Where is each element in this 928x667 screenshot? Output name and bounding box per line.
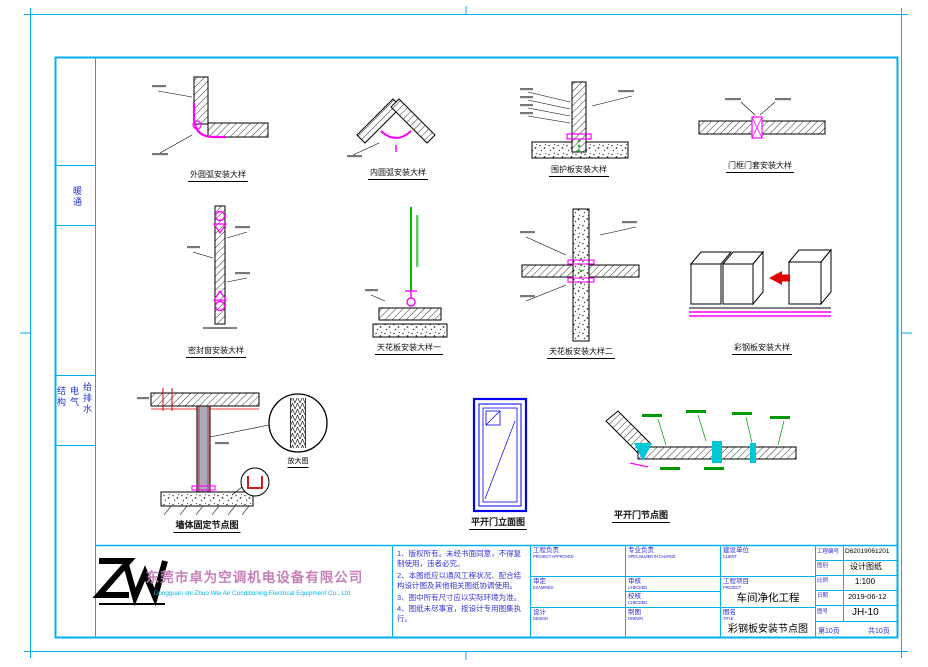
cell-label: 审核 (628, 578, 641, 585)
caption-outer-arc: 外圆弧安装大样 (188, 171, 248, 182)
channel-detail-circle (240, 467, 270, 497)
cell-label: 工程负责 (533, 547, 559, 554)
detail-enclosure-panel-drawing (520, 81, 634, 159)
caption-ceiling-1: 天花板安装大样一 (375, 344, 443, 355)
company-name-cn: 东莞市卓为空调机电设备有限公司 (145, 570, 364, 585)
cell-drawn: 制图 DREWN (628, 609, 643, 621)
cell-label-en: SPECAILIZED IN CHARGE (628, 553, 676, 559)
caption-wall-anchor: 墙体固定节点图 (173, 521, 241, 533)
caption-enclosure-panel: 围护板安装大样 (549, 166, 609, 177)
detail-ceiling-1-drawing (365, 207, 448, 338)
cell-label-en: CHECKED (628, 584, 648, 590)
cell-design: 设计 DESIGN (533, 609, 548, 621)
note-line: 2、本图纸应以通风工程状况、配合结构设计图及其他相关图纸协调使用。 (397, 570, 522, 590)
cell-label-en: DREWN (628, 615, 643, 621)
label-drawing-category: 图别 (817, 563, 829, 569)
signoff-structure: 结构 (56, 386, 66, 408)
value-drawing-category: 设计图纸 (850, 562, 882, 571)
cell-label: 审定 (533, 578, 546, 585)
cell-project-approved: 工程负责 PROJECT APPROVED (533, 547, 574, 559)
cell-label-en: CLIENT (723, 553, 737, 559)
detail-ceiling-2-drawing (520, 208, 640, 342)
page-number: 第10页 (818, 628, 840, 635)
note-line: 1、版权所有。未经书面同意，不得复制使用，违者必究。 (397, 549, 522, 568)
detail-door-elevation-drawing (472, 397, 528, 513)
label-project-no: 工程编号 (817, 549, 840, 555)
cell-label: 制图 (628, 609, 641, 616)
company-name-en: Dongguan shi Zhuo Wei Air Conditioning E… (153, 590, 351, 597)
label-scale: 比例 (817, 578, 829, 584)
note-line: 4、图纸未尽事宜，按设计专用图集执行。 (397, 604, 522, 624)
value-date: 2019-06-12 (848, 592, 887, 601)
cell-verified: 校核 CHECKED (628, 593, 648, 605)
value-drawing-no: JH-10 (852, 607, 879, 618)
value-project-no: D62019061201 (845, 548, 890, 555)
cell-label-en: PROJECT APPROVED (533, 553, 574, 559)
sheet-frame (20, 6, 912, 660)
signoff-hvac: 暖通 (72, 186, 82, 208)
caption-sealed-window: 密封窗安装大样 (186, 347, 246, 358)
cell-title: 图名 TITLE (723, 609, 736, 621)
signoff-electrical: 电气 (69, 386, 79, 408)
detail-door-frame-drawing (698, 98, 826, 139)
cell-checked: 审核 CHECKED (628, 578, 648, 590)
cell-label: 专业负责 (628, 547, 654, 554)
label-drawing-no: 图号 (817, 609, 829, 615)
detail-sealed-window-drawing (187, 205, 250, 329)
page-total: 共10页 (868, 628, 890, 635)
cell-label-en: TITLE (723, 615, 734, 621)
red-arrow-icon (769, 271, 782, 285)
enlarged-view-label: 放大图 (287, 456, 309, 468)
cell-client: 建设单位 CLIENT (723, 547, 749, 559)
cell-examined: 审定 EXAMINED (533, 578, 554, 590)
cell-label-en: EXAMINED (533, 584, 554, 590)
detail-outer-arc-drawing (152, 76, 269, 156)
cell-label-en: PROJECT (723, 584, 742, 590)
caption-inner-arc: 内圆弧安装大样 (368, 169, 428, 180)
signoff-plumbing: 给排水 (82, 382, 92, 415)
label-date: 日期 (817, 593, 829, 599)
cell-label-en: CHECKED (628, 599, 648, 605)
cell-label: 校核 (628, 593, 641, 600)
cell-label: 设计 (533, 609, 546, 616)
project-name-value: 车间净化工程 (736, 592, 800, 604)
caption-door-elevation: 平开门立面图 (468, 518, 528, 530)
cell-project: 工程项目 PROJECT (723, 578, 749, 590)
note-line: 3、图中所有尺寸应以实际环境为准。 (397, 592, 522, 602)
cell-label-en: DESIGN (533, 615, 548, 621)
cell-label: 图名 (723, 609, 736, 616)
detail-door-node-drawing (605, 410, 797, 470)
detail-inner-arc-drawing (347, 98, 436, 158)
general-notes: 1、版权所有。未经书面同意，不得复制使用，违者必究。 2、本图纸应以通风工程状况… (397, 549, 527, 626)
cell-specialized: 专业负责 SPECAILIZED IN CHARGE (628, 547, 676, 559)
detail-wall-anchor-drawing (137, 388, 328, 516)
drawing-title-value: 彩钢板安装节点图 (728, 624, 808, 635)
cell-label: 建设单位 (723, 547, 749, 554)
caption-ceiling-2: 天花板安装大样二 (547, 348, 615, 359)
caption-door-node: 平开门节点图 (611, 511, 671, 523)
cell-label: 工程项目 (723, 578, 749, 585)
value-scale: 1:100 (855, 577, 876, 586)
caption-door-frame: 门框门套安装大样 (726, 162, 794, 173)
company-logo (92, 558, 168, 607)
detail-panel-boxes-drawing (689, 248, 833, 317)
caption-panel-install: 彩钢板安装大样 (732, 344, 792, 355)
